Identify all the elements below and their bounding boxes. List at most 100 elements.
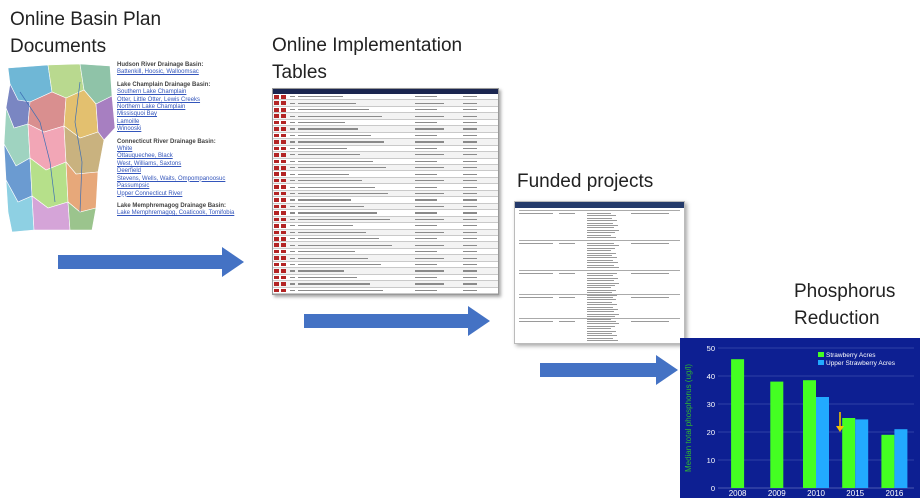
basin-link[interactable]: Battenkill, Hoosic, Walloomsac: [117, 69, 199, 76]
phosphorus-label: Phosphorus Reduction: [794, 278, 895, 332]
row-cell: [415, 283, 444, 285]
row-action-button[interactable]: [274, 198, 279, 202]
row-cell: [290, 276, 295, 279]
flow-arrow-3: [540, 355, 678, 385]
row-action-button[interactable]: [274, 146, 279, 151]
basin-link[interactable]: Missisquoi Bay: [117, 111, 158, 118]
table-row: [273, 229, 498, 236]
row-action-button[interactable]: [274, 262, 279, 267]
basin-link[interactable]: Ottauquechee, Black: [117, 153, 173, 160]
row-cell: [298, 96, 343, 98]
row-cell: [463, 289, 477, 291]
row-action-button[interactable]: [274, 211, 279, 215]
row-action-button[interactable]: [274, 178, 279, 183]
basin-link[interactable]: Lamoille: [117, 118, 140, 125]
row-action-button[interactable]: [281, 165, 286, 170]
basin-link[interactable]: White: [117, 146, 133, 153]
row-action-button[interactable]: [274, 230, 279, 235]
row-action-button[interactable]: [274, 120, 279, 125]
basin-link[interactable]: West, Williams, Saxtons: [117, 160, 182, 167]
row-cell: [290, 283, 295, 285]
row-action-button[interactable]: [281, 114, 286, 118]
row-action-button[interactable]: [281, 269, 286, 273]
basin-link[interactable]: Deerfield: [117, 168, 142, 175]
row-action-button[interactable]: [281, 178, 286, 183]
row-cell: [415, 154, 444, 156]
row-action-button[interactable]: [281, 275, 286, 280]
row-action-button[interactable]: [281, 217, 286, 222]
row-action-button[interactable]: [281, 249, 286, 254]
row-action-button[interactable]: [281, 120, 286, 125]
row-action-button[interactable]: [274, 153, 279, 157]
row-cell: [298, 128, 358, 130]
row-action-button[interactable]: [274, 185, 279, 189]
text-line: [587, 321, 614, 322]
funded-projects-header: [515, 202, 684, 208]
row-action-button[interactable]: [274, 224, 279, 228]
row-action-button[interactable]: [281, 282, 286, 286]
row-action-button[interactable]: [281, 101, 286, 106]
row-action-button[interactable]: [281, 243, 286, 248]
basin-link[interactable]: Southern Lake Champlain: [117, 89, 187, 96]
row-action-button[interactable]: [274, 159, 279, 164]
row-cell: [415, 128, 444, 130]
row-action-button[interactable]: [274, 191, 279, 196]
row-action-button[interactable]: [281, 211, 286, 215]
basin-link[interactable]: Lake Memphremagog, Coaticook, Tomifobia: [117, 210, 235, 217]
row-action-button[interactable]: [274, 172, 279, 177]
chart-bar-strawberry-acres: [731, 359, 745, 488]
row-action-button[interactable]: [281, 172, 286, 177]
row-action-button[interactable]: [281, 204, 286, 209]
row-action-button[interactable]: [274, 204, 279, 209]
row-action-button[interactable]: [281, 236, 286, 241]
row-action-button[interactable]: [274, 249, 279, 254]
row-action-button[interactable]: [281, 224, 286, 228]
basin-link[interactable]: Winooski: [117, 126, 142, 133]
row-action-button[interactable]: [274, 236, 279, 241]
row-action-button[interactable]: [281, 140, 286, 144]
row-action-button[interactable]: [274, 127, 279, 131]
row-action-button[interactable]: [281, 146, 286, 151]
row-action-button[interactable]: [274, 101, 279, 106]
row-cell: [463, 205, 477, 208]
row-action-button[interactable]: [274, 217, 279, 222]
row-action-button[interactable]: [281, 230, 286, 235]
row-cell: [298, 225, 353, 227]
table-row: [273, 255, 498, 262]
row-action-button[interactable]: [274, 275, 279, 280]
row-action-button[interactable]: [281, 191, 286, 196]
basin-link[interactable]: Passumpsic: [117, 183, 150, 190]
row-action-button[interactable]: [281, 127, 286, 131]
text-line: [587, 257, 617, 259]
row-action-button[interactable]: [281, 153, 286, 157]
basin-link[interactable]: Northern Lake Champlain: [117, 104, 186, 111]
row-action-button[interactable]: [281, 107, 286, 112]
text-line: [519, 243, 553, 244]
row-action-button[interactable]: [274, 133, 279, 138]
row-action-button[interactable]: [281, 262, 286, 267]
basin-link[interactable]: Stevens, Wells, Waits, Ompompanoosuc: [117, 175, 226, 182]
row-action-button[interactable]: [281, 256, 286, 260]
row-cell: [298, 186, 375, 188]
row-action-button[interactable]: [274, 165, 279, 170]
row-action-button[interactable]: [281, 198, 286, 202]
row-action-button[interactable]: [274, 269, 279, 273]
row-action-button[interactable]: [274, 256, 279, 260]
row-cell: [290, 231, 295, 233]
row-action-button[interactable]: [281, 159, 286, 164]
row-action-button[interactable]: [274, 107, 279, 112]
row-action-button[interactable]: [281, 95, 286, 99]
basin-link[interactable]: Upper Connecticut River: [117, 190, 183, 197]
row-action-button[interactable]: [274, 243, 279, 248]
row-action-button[interactable]: [274, 140, 279, 144]
row-action-button[interactable]: [274, 288, 279, 293]
row-action-button[interactable]: [274, 114, 279, 118]
row-action-button[interactable]: [281, 288, 286, 293]
row-action-button[interactable]: [281, 185, 286, 189]
basin-link[interactable]: Otter, Little Otter, Lewis Creeks: [117, 96, 201, 103]
row-action-button[interactable]: [274, 95, 279, 99]
row-action-button[interactable]: [274, 282, 279, 286]
row-cell: [415, 205, 444, 208]
row-action-button[interactable]: [281, 133, 286, 138]
table-row: [273, 146, 498, 153]
